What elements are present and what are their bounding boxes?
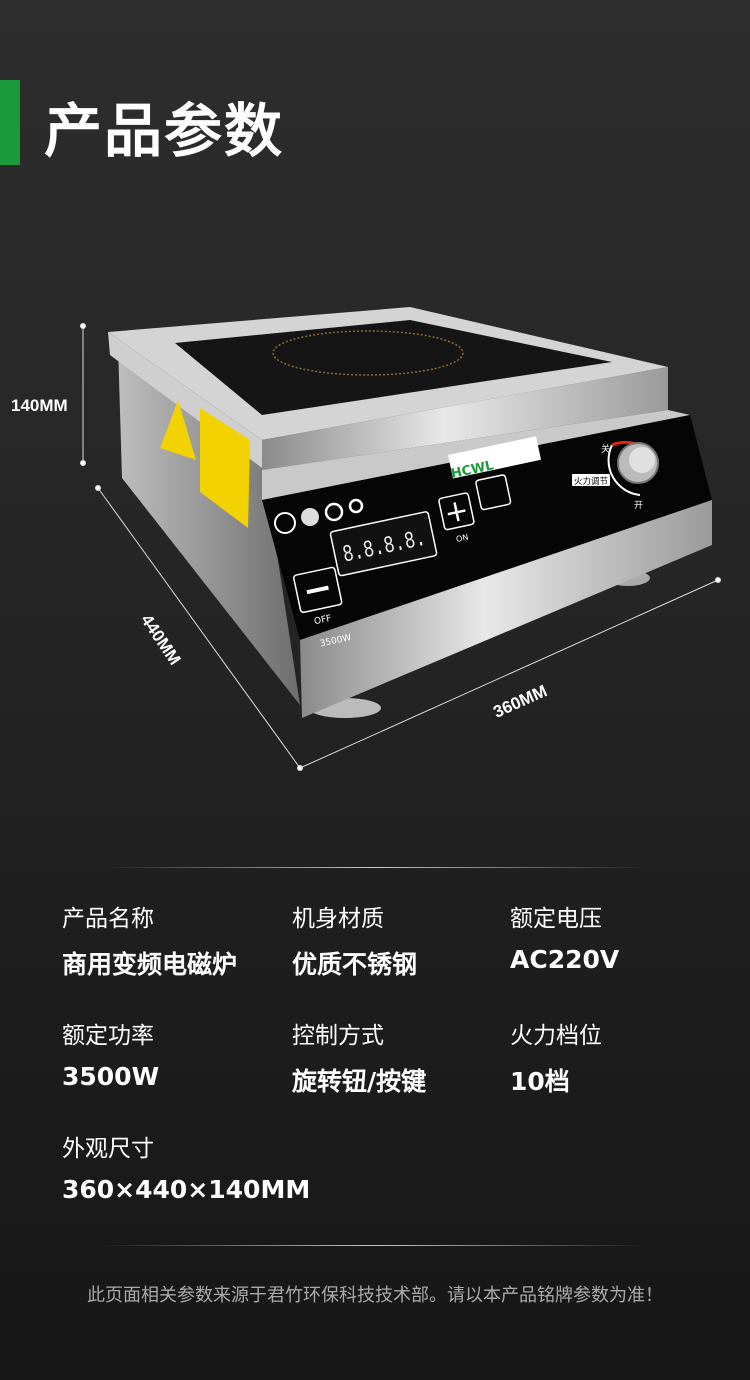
induction-cooker-image: HCWL 8.8.8.8. OFF ON 3500W 关 开 火力调节 <box>80 307 721 771</box>
knob-label: 火力调节 <box>574 476 609 487</box>
divider-top <box>100 867 650 868</box>
off-button[interactable] <box>293 566 343 614</box>
footer-note: 此页面相关参数来源于君竹环保科技技术部。请以本产品铭牌参数为准！ <box>87 1285 663 1306</box>
title-accent-bar <box>0 80 20 165</box>
svg-text:ON: ON <box>455 533 469 544</box>
divider-bottom <box>100 1245 650 1246</box>
spec-product-name: 产品名称商用变频电磁炉 <box>62 906 238 979</box>
plus-icon <box>447 502 466 522</box>
dimension-lines <box>80 323 721 771</box>
page-title: 产品参数 <box>44 97 285 165</box>
height-dimension: 140MM <box>11 396 68 415</box>
spec-control: 控制方式旋转钮/按键 <box>292 1023 427 1096</box>
on-button[interactable] <box>438 492 475 531</box>
svg-text:开: 开 <box>634 500 643 511</box>
svg-text:OFF: OFF <box>313 614 332 627</box>
spec-material: 机身材质优质不锈钢 <box>292 906 418 979</box>
knob-label-plate <box>572 474 610 486</box>
svg-text:关: 关 <box>601 443 610 455</box>
